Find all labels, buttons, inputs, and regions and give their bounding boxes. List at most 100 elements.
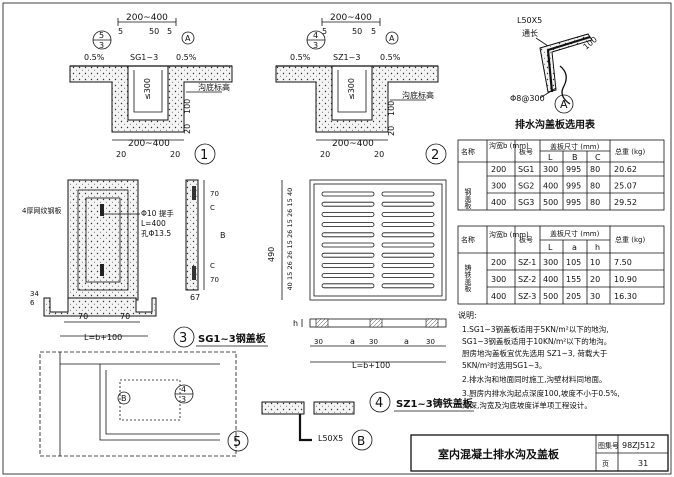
note-line-2: SG1~3钢盖板适用于10KN/m²以下的地沟。 (462, 336, 611, 346)
d1-sub-dim-c: 5 (167, 27, 172, 36)
note-line-5: 2.排水沟和地面同时施工,沟壁材料同地面。 (462, 374, 607, 384)
detail-4-section: h 30 a 30 a 30 L=b+100 (293, 318, 447, 370)
grate-slot (321, 273, 375, 279)
d1-bottom-dim: 200~400 (128, 139, 170, 149)
d2-side-dim-a: 100 (387, 101, 396, 116)
d2-side-dim-b: 20 (387, 126, 396, 136)
steel-cell-r0-c1: SG1 (518, 165, 534, 174)
d4-sec-dim-1: 30 (314, 338, 323, 346)
d3-side-dim-2: C (210, 204, 215, 212)
d4-dim-490: 490 (267, 247, 276, 262)
atlas-label: 图集号 (598, 441, 619, 450)
d4-left-dim: 40 (286, 188, 294, 196)
grate-slot (381, 242, 435, 248)
d2-concrete (275, 65, 439, 133)
d2-sub-dim-c: 5 (371, 27, 376, 36)
dA-angle-label: L50X5 (517, 16, 542, 25)
d3-left-dim-b: 34 (30, 290, 39, 298)
detail-B: L50X5 B (261, 401, 373, 451)
d2-callout-circle (385, 31, 399, 45)
d1-callout: A (185, 34, 191, 43)
note-line-7: 沟深,沟宽及沟底坡度详单项工程设计。 (462, 400, 592, 410)
page-label: 页 (602, 460, 609, 468)
cast-cell-r0-c2: 300 (543, 258, 558, 267)
steel-cell-r2-c5: 29.52 (614, 198, 637, 207)
d4-left-dim: 26 (286, 209, 294, 217)
steel-table: 名称 沟宽b (mm) 板号 盖板尺寸 (mm) 总重 (kg) L B C 钢… (457, 139, 665, 211)
cast-cell-r2-c5: 16.30 (614, 292, 637, 301)
cast-h-no: 板号 (519, 235, 533, 244)
d4-caption: SZ1~3铸铁盖板 (396, 397, 474, 410)
cast-sub-l: L (548, 243, 553, 252)
cast-cell-r1-c4: 20 (590, 275, 600, 284)
grate-slot (321, 283, 375, 289)
note-line-1: 1.SG1~3钢盖板适用于5KN/m²以下的地沟, (462, 324, 609, 334)
grate-slot (321, 262, 375, 268)
d2-bottom-dim-r: 20 (374, 150, 384, 159)
d3-number-circle (173, 326, 195, 348)
steel-cell-r1-c4: 80 (590, 182, 600, 191)
note-line-3: 厨房地沟盖板宜优先选用 SZ1~3, 荷载大于 (462, 348, 608, 358)
d4-h-label: h (293, 319, 298, 328)
d2-bottom-dim: 200~400 (332, 139, 374, 149)
dA-callout: A (560, 98, 568, 111)
d3-number: 3 (179, 331, 187, 346)
d1-bottom-dim-l: 20 (116, 150, 126, 159)
grate-slot (381, 252, 435, 258)
d3-handle-line2: L=400 (141, 219, 166, 228)
d4-left-dim: 15 (286, 219, 294, 227)
d3-caption: SG1~3钢盖板 (198, 332, 267, 345)
d5-callout: B (121, 394, 127, 403)
d1-cover-label: SG1~3 (130, 53, 158, 62)
d4-slots (321, 191, 435, 289)
d4-left-dim: 15 (286, 198, 294, 206)
cast-cell-r1-c3: 155 (566, 275, 581, 284)
grate-slot (321, 201, 375, 207)
cast-group-label: 铸铁盖板 (464, 263, 472, 293)
grate-slot (381, 283, 435, 289)
grate-slot (381, 191, 435, 197)
steel-cell-r1-c1: SG2 (518, 182, 534, 191)
grate-slot (381, 201, 435, 207)
d1-width-dim: 200~400 (126, 13, 168, 23)
cast-h-width: 沟宽b (mm) (489, 230, 529, 239)
cast-cell-r1-c0: 300 (491, 275, 506, 284)
cast-cell-r2-c2: 500 (543, 292, 558, 301)
steel-cell-r0-c0: 200 (491, 165, 506, 174)
d3-section (43, 297, 157, 317)
steel-cell-r2-c1: SG3 (518, 198, 534, 207)
cast-cell-r2-c4: 30 (590, 292, 600, 301)
d1-side-dim-a: 100 (183, 99, 192, 114)
d5-ref-bottom: 3 (181, 395, 186, 404)
d1-ref-bottom: 3 (99, 41, 104, 50)
d1-number-circle (194, 143, 216, 165)
dB-callout-circle (351, 429, 373, 451)
cast-h-weight: 总重 (kg) (615, 235, 645, 244)
d3-handle-line3: 孔Φ13.5 (141, 229, 171, 238)
d2-bottom-dim-l: 20 (320, 150, 330, 159)
notes-heading: 说明: (458, 310, 477, 320)
d1-ref-top: 5 (99, 31, 104, 40)
steel-cell-r0-c4: 80 (590, 165, 600, 174)
d4-left-dim: 15 (286, 240, 294, 248)
grate-slot (381, 232, 435, 238)
steel-cell-r1-c0: 300 (491, 182, 506, 191)
steel-cell-r0-c2: 300 (543, 165, 558, 174)
cast-cell-r0-c3: 105 (566, 258, 581, 267)
cast-cell-r0-c0: 200 (491, 258, 506, 267)
d1-elev-label: 沟底标高 (198, 82, 230, 92)
steel-cell-r1-c2: 400 (543, 182, 558, 191)
d4-left-dim: 26 (286, 251, 294, 259)
cast-cell-r2-c3: 205 (566, 292, 581, 301)
d2-depth: ≤300 (347, 78, 356, 100)
steel-h-name: 名称 (461, 147, 475, 156)
d3-length-dim: L=b+100 (84, 333, 122, 342)
d5-ref-top: 4 (181, 385, 186, 394)
d1-side-dim-b: 20 (183, 124, 192, 134)
d3-handle-top (100, 204, 104, 216)
cast-cell-r2-c1: SZ-3 (518, 292, 536, 301)
notes: 说明: 1.SG1~3钢盖板适用于5KN/m²以下的地沟, SG1~3钢盖板适用… (458, 310, 620, 410)
cast-cell-r1-c2: 400 (543, 275, 558, 284)
